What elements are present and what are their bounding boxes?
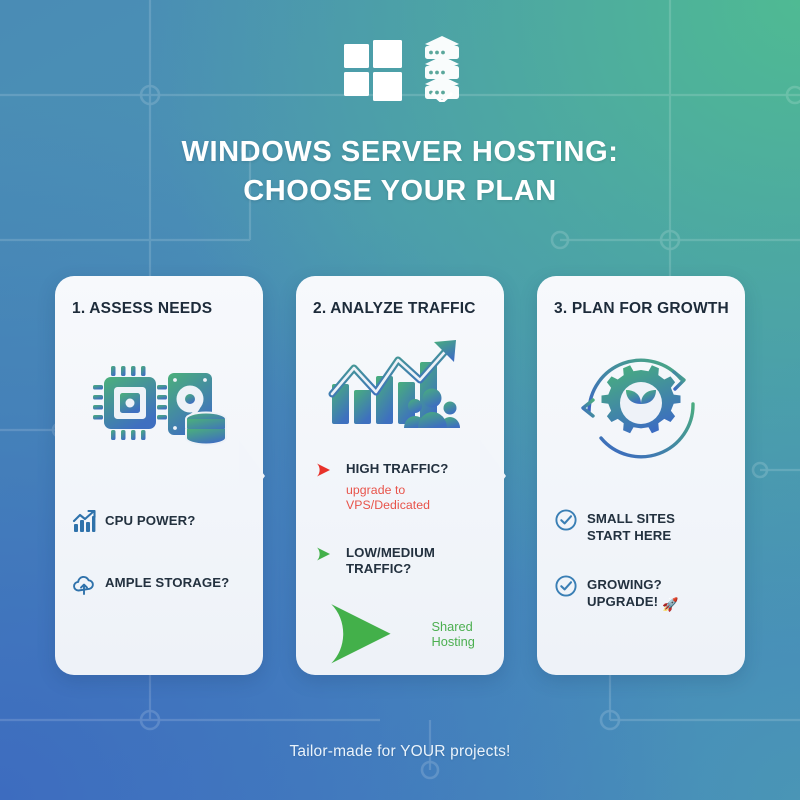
bullet-label: GROWING? UPGRADE! <box>587 577 662 609</box>
arrow-right-red-icon <box>317 463 330 477</box>
bullet-growing-upgrade[interactable]: GROWING? UPGRADE!🚀 <box>554 574 728 613</box>
card-illustration-assess-needs <box>72 332 246 482</box>
bullet-list-plan-for-growth: SMALL SITES START HERE GROWING? UPGRADE!… <box>554 486 728 614</box>
database-cylinder-icon <box>185 411 227 446</box>
page-title-line-1: WINDOWS SERVER HOSTING: <box>181 136 619 168</box>
bullet-list-assess-needs: CPU POWER? AMPLE STORAGE? <box>72 486 246 596</box>
card-illustration-analyze-traffic <box>313 332 487 436</box>
gear-icon <box>601 365 681 434</box>
arrow-right-green-icon <box>317 547 330 561</box>
windows-logo-icon <box>344 40 402 101</box>
bullet-label: HIGH TRAFFIC? <box>346 461 449 476</box>
step-card-analyze-traffic[interactable]: 2. ANALYZE TRAFFIC <box>296 276 506 675</box>
bullet-small-sites[interactable]: SMALL SITES START HERE <box>554 508 728 544</box>
card-illustration-plan-for-growth <box>554 332 728 482</box>
rocket-icon: 🚀 <box>662 596 679 612</box>
bullet-low-medium-traffic[interactable]: LOW/MEDIUM TRAFFIC? <box>313 542 487 578</box>
step-card-assess-needs[interactable]: 1. ASSESS NEEDS <box>55 276 265 675</box>
bullet-label: AMPLE STORAGE? <box>105 575 230 590</box>
bullet-high-traffic[interactable]: HIGH TRAFFIC? <box>313 458 487 482</box>
sprout-icon <box>626 390 656 417</box>
card-title-assess-needs: 1. ASSESS NEEDS <box>72 300 213 317</box>
bullet-label-with-rocket: GROWING? UPGRADE!🚀 <box>587 574 728 613</box>
cpu-harddisk-database-icon <box>93 366 227 446</box>
bullet-sublabel: Shared Hosting <box>431 618 475 649</box>
card-title-analyze-traffic: 2. ANALYZE TRAFFIC <box>313 300 476 317</box>
steps-container: 1. ASSESS NEEDS <box>55 276 745 675</box>
arrow-right-green-icon <box>331 604 391 664</box>
page-title: WINDOWS SERVER HOSTING: CHOOSE YOUR PLAN <box>0 133 800 210</box>
check-circle-icon <box>555 575 577 597</box>
bullet-group-high-traffic[interactable]: HIGH TRAFFIC? upgrade to VPS/Dedicated <box>313 458 487 514</box>
cloud-upload-icon <box>73 576 94 595</box>
bullet-sublabel-high-traffic: upgrade to VPS/Dedicated <box>346 483 431 513</box>
refresh-arrows <box>587 358 695 459</box>
step-card-plan-for-growth[interactable]: 3. PLAN FOR GROWTH <box>537 276 745 675</box>
bullet-group-low-medium-traffic[interactable]: LOW/MEDIUM TRAFFIC? Shared Hosting <box>313 542 487 689</box>
gear-sprout-refresh-icon <box>581 358 695 459</box>
windows-server-logo-group <box>344 36 459 102</box>
check-circle-icon <box>555 509 577 531</box>
page-title-line-2: CHOOSE YOUR PLAN <box>243 174 557 207</box>
growth-chart-people-icon <box>328 340 460 428</box>
footer-tagline: Tailor-made for YOUR projects! <box>289 743 511 760</box>
bullet-label: LOW/MEDIUM TRAFFIC? <box>346 544 435 577</box>
bullet-label: CPU POWER? <box>105 513 196 528</box>
people-group-icon <box>404 388 460 428</box>
brand-logo <box>0 28 800 102</box>
bullet-label: SMALL SITES START HERE <box>587 511 676 543</box>
download-arrow-icon <box>431 92 453 102</box>
server-stack-icon <box>425 36 459 102</box>
bullet-ample-storage[interactable]: AMPLE STORAGE? <box>72 572 246 596</box>
bullet-sublabel-shared-hosting-row[interactable]: Shared Hosting <box>313 579 487 688</box>
bullet-cpu-power[interactable]: CPU POWER? <box>72 510 246 534</box>
bullet-list-analyze-traffic: HIGH TRAFFIC? upgrade to VPS/Dedicated L… <box>313 440 487 688</box>
bar-chart-icon <box>72 510 96 532</box>
trend-arrow-head <box>434 340 456 362</box>
card-title-plan-for-growth: 3. PLAN FOR GROWTH <box>554 300 729 317</box>
